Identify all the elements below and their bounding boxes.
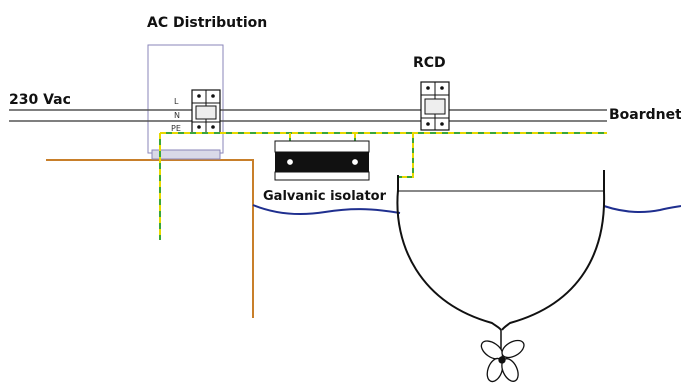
galvanic-isolator — [274, 140, 370, 181]
terminal-pe-label: PE — [171, 124, 181, 133]
terminal-n-label: N — [174, 111, 180, 120]
pe-earth-wire — [159, 132, 607, 240]
rcd-device — [420, 81, 450, 131]
main-breaker — [191, 89, 221, 134]
shore-earth-wire — [46, 159, 254, 318]
terminal-l-label: L — [174, 97, 179, 106]
isolator-terminal-left — [286, 158, 294, 166]
enclosure-gland — [151, 149, 221, 160]
ac-distribution-label: AC Distribution — [147, 15, 267, 31]
supply-voltage-label: 230 Vac — [9, 92, 71, 108]
boardnet-label: Boardnet — [609, 107, 681, 123]
water-surface-left — [252, 204, 401, 215]
propeller-icon — [480, 330, 525, 383]
boat-hull — [396, 170, 606, 331]
isolator-terminal-right — [351, 158, 359, 166]
rcd-label: RCD — [413, 55, 446, 71]
galvanic-isolator-label: Galvanic isolator — [263, 189, 387, 204]
water-surface-right — [603, 205, 681, 214]
